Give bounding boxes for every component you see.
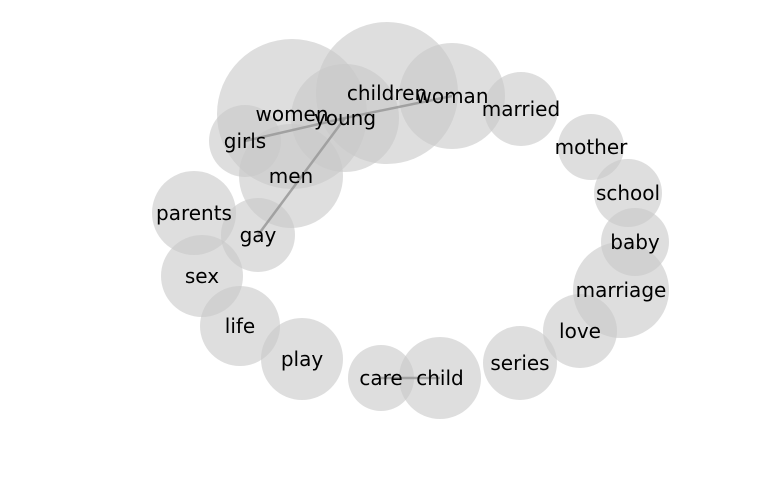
- node-label-girls: girls: [224, 129, 266, 153]
- node-label-marriage: marriage: [576, 278, 667, 302]
- node-label-men: men: [269, 164, 313, 188]
- node-label-love: love: [559, 319, 601, 343]
- node-circle-married: [484, 72, 558, 146]
- edge-young-woman: [344, 94, 453, 120]
- node-label-sex: sex: [185, 264, 219, 288]
- node-label-school: school: [596, 181, 660, 205]
- edge-layer: [244, 94, 453, 380]
- node-circle-play: [261, 318, 343, 400]
- node-circle-parents: [152, 171, 236, 255]
- node-label-women: women: [255, 102, 328, 126]
- node-circle-love: [543, 294, 617, 368]
- node-label-gay: gay: [240, 223, 277, 247]
- node-label-child: child: [416, 366, 463, 390]
- node-label-children: children: [347, 81, 427, 105]
- node-label-life: life: [225, 314, 255, 338]
- node-label-series: series: [490, 351, 549, 375]
- node-label-parents: parents: [156, 201, 232, 225]
- node-label-woman: woman: [415, 84, 488, 108]
- node-label-young: young: [314, 106, 376, 130]
- node-label-mother: mother: [555, 135, 629, 159]
- node-label-married: married: [482, 97, 560, 121]
- node-circle-series: [483, 326, 557, 400]
- node-circle-mother: [558, 114, 624, 180]
- node-label-play: play: [281, 347, 324, 371]
- node-circle-life: [200, 286, 280, 366]
- edge-young-gay: [256, 117, 347, 236]
- edge-young-girls: [244, 116, 346, 143]
- node-label-baby: baby: [610, 230, 660, 254]
- node-label-care: care: [359, 366, 402, 390]
